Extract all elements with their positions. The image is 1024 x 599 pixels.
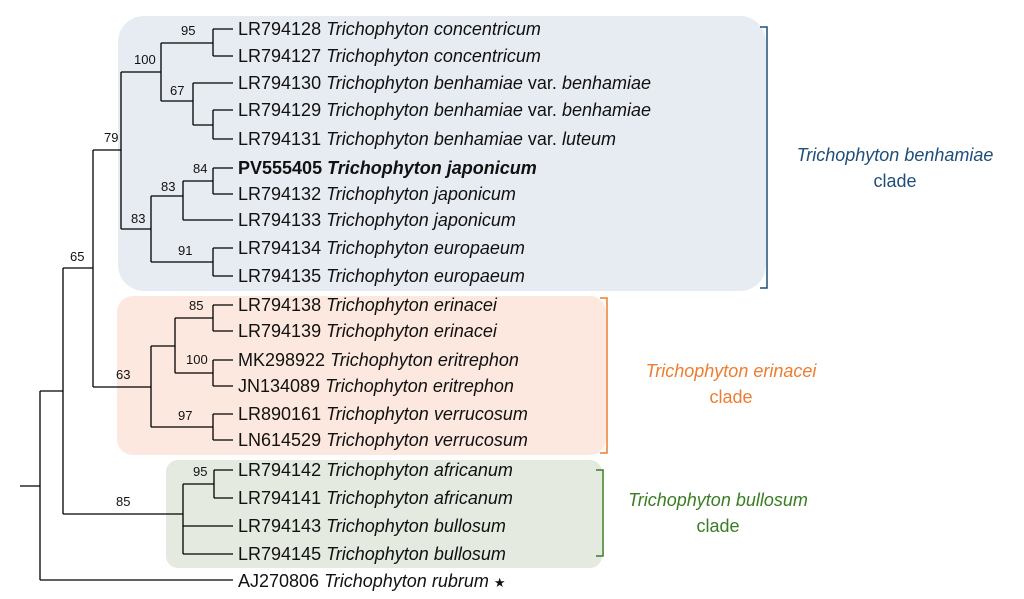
taxon-label: LN614529 Trichophyton verrucosum <box>238 430 528 450</box>
bootstrap-japonicum: 83 <box>161 179 175 194</box>
taxon-label: LR794127 Trichophyton concentricum <box>238 46 541 66</box>
benhamiae-clade-label: Trichophyton benhamiae <box>797 145 994 165</box>
taxon-label: LR890161 Trichophyton verrucosum <box>238 404 528 424</box>
taxon-label: LR794135 Trichophyton europaeum <box>238 266 525 286</box>
taxon-label: LR794130 Trichophyton benhamiae var. ben… <box>238 73 651 93</box>
taxon-label: LR794129 Trichophyton benhamiae var. ben… <box>238 100 651 120</box>
erinacei-clade-suffix: clade <box>709 387 752 407</box>
bootstrap-bullosum-clade: 85 <box>116 494 130 509</box>
bootstrap-japonicum-pair: 84 <box>193 161 207 176</box>
taxon-label: LR794138 Trichophyton erinacei <box>238 295 498 315</box>
bootstrap-values: 95 100 67 79 84 83 83 91 65 85 100 63 97… <box>70 23 208 509</box>
bullosum-clade-bracket <box>596 469 604 557</box>
benhamiae-clade-bracket <box>760 26 768 289</box>
bootstrap-benhamiae-var: 67 <box>170 83 184 98</box>
bootstrap-japonicum-europaeum: 83 <box>131 211 145 226</box>
taxon-label: LR794133 Trichophyton japonicum <box>238 210 516 230</box>
outgroup-label: AJ270806 Trichophyton rubrum ★ <box>238 571 506 591</box>
taxon-labels: LR794128 Trichophyton concentricum LR794… <box>238 19 651 591</box>
taxon-label: JN134089 Trichophyton eritrephon <box>238 376 514 396</box>
taxon-label-highlighted: PV555405 Trichophyton japonicum <box>238 158 537 178</box>
erinacei-clade-bracket <box>600 297 608 454</box>
tree-branches <box>20 28 233 581</box>
taxon-label: LR794132 Trichophyton japonicum <box>238 184 516 204</box>
star-icon: ★ <box>494 575 506 590</box>
bootstrap-concentricum: 95 <box>181 23 195 38</box>
bullosum-clade-label: Trichophyton bullosum <box>628 490 808 510</box>
erinacei-clade-label: Trichophyton erinacei <box>646 361 818 381</box>
bootstrap-benhamiae-clade: 79 <box>104 130 118 145</box>
bootstrap-europaeum: 91 <box>178 243 192 258</box>
bullosum-clade-box <box>166 460 602 568</box>
benhamiae-clade-suffix: clade <box>873 171 916 191</box>
benhamiae-clade-box <box>118 16 766 291</box>
taxon-label: LR794128 Trichophyton concentricum <box>238 19 541 39</box>
taxon-label: LR794145 Trichophyton bullosum <box>238 544 506 564</box>
bootstrap-erinacei-clade: 63 <box>116 367 130 382</box>
taxon-label: LR794143 Trichophyton bullosum <box>238 516 506 536</box>
bootstrap-erinacei: 85 <box>189 298 203 313</box>
bootstrap-verrucosum: 97 <box>178 408 192 423</box>
taxon-label: LR794142 Trichophyton africanum <box>238 460 513 480</box>
bootstrap-eritrephon: 100 <box>186 352 208 367</box>
taxon-label: LR794131 Trichophyton benhamiae var. lut… <box>238 129 616 149</box>
bootstrap-concentricum-benhamiae: 100 <box>134 52 156 67</box>
erinacei-clade-box <box>117 296 606 455</box>
taxon-label: MK298922 Trichophyton eritrephon <box>238 350 519 370</box>
taxon-label: LR794141 Trichophyton africanum <box>238 488 513 508</box>
taxon-label: LR794134 Trichophyton europaeum <box>238 238 525 258</box>
taxon-label: LR794139 Trichophyton erinacei <box>238 321 498 341</box>
clade-labels: Trichophyton benhamiae clade Trichophyto… <box>628 145 993 536</box>
bullosum-clade-suffix: clade <box>696 516 739 536</box>
bootstrap-ingroup: 65 <box>70 249 84 264</box>
bootstrap-africanum: 95 <box>193 464 207 479</box>
